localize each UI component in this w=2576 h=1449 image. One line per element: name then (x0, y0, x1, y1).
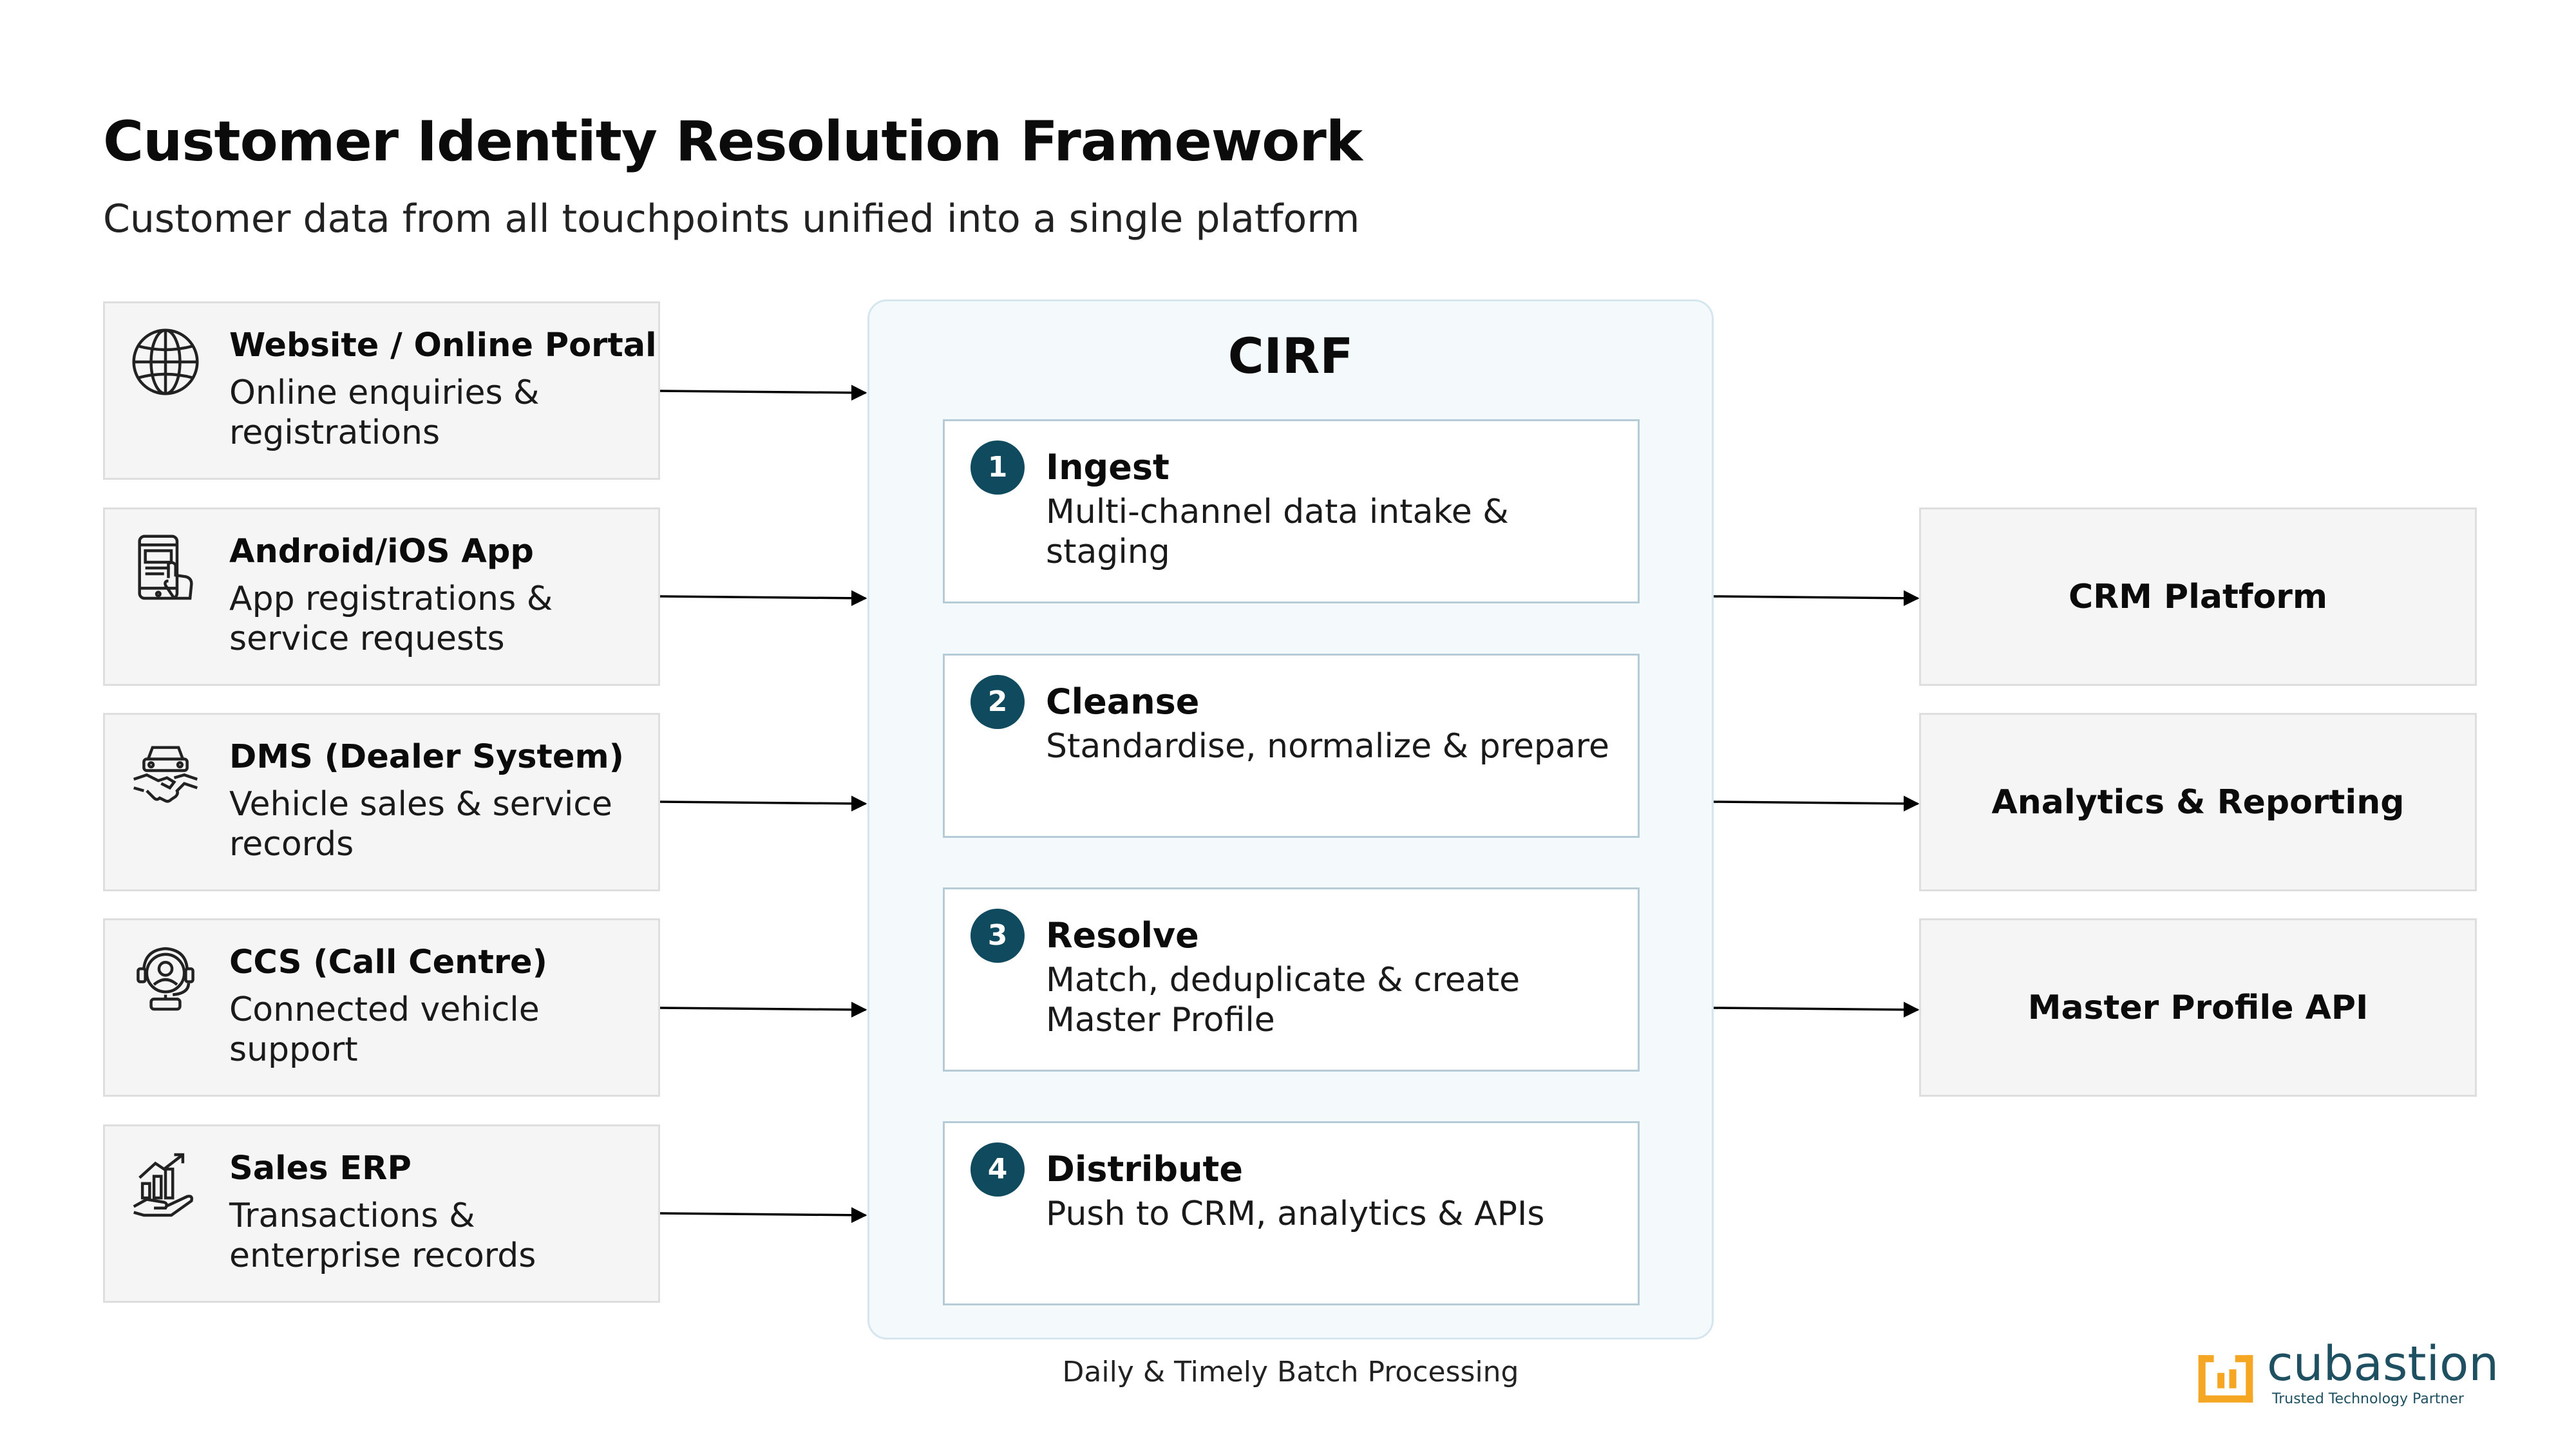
step-number: 2 (971, 675, 1025, 729)
source-title: Android/iOS App (229, 533, 534, 571)
step-distribute: 4 Distribute Push to CRM, analytics & AP… (943, 1121, 1640, 1305)
step-cleanse: 2 Cleanse Standardise, normalize & prepa… (943, 654, 1640, 838)
source-ccs: CCS (Call Centre) Connected vehicle supp… (103, 918, 660, 1097)
globe-icon (132, 328, 199, 395)
step-desc: Multi-channel data intake & staging (1046, 493, 1509, 571)
source-title: Website / Online Portal (229, 327, 657, 365)
step-name: Cleanse (1046, 681, 1200, 722)
source-desc: Online enquiries & registrations (229, 374, 540, 452)
step-name: Distribute (1046, 1149, 1243, 1189)
arrow-cirf-to-crm (1713, 590, 1920, 607)
batch-processing-note: Daily & Timely Batch Processing (1062, 1356, 1519, 1388)
arrow-website-to-cirf (659, 384, 867, 401)
arrow-cirf-to-analytics (1713, 795, 1920, 812)
step-name: Resolve (1046, 915, 1199, 956)
output-analytics-reporting: Analytics & Reporting (1919, 713, 2477, 891)
source-title: CCS (Call Centre) (229, 943, 547, 981)
headset-agent-icon (137, 947, 194, 1011)
source-dms: DMS (Dealer System) Vehicle sales & serv… (103, 713, 660, 891)
source-desc: App registrations & service requests (229, 580, 553, 658)
mobile-app-icon (138, 535, 193, 600)
cirf-title: CIRF (1227, 327, 1354, 384)
cubastion-logo-icon (2198, 1355, 2253, 1403)
car-handshake-icon (133, 746, 198, 803)
arrow-dms-to-cirf (659, 795, 867, 812)
step-ingest: 1 Ingest Multi-channel data intake & sta… (943, 419, 1640, 603)
step-resolve: 3 Resolve Match, deduplicate & create Ma… (943, 887, 1640, 1072)
arrow-cirf-to-api (1713, 1001, 1920, 1018)
source-desc: Connected vehicle support (229, 990, 540, 1069)
source-desc: Vehicle sales & service records (229, 785, 612, 864)
step-desc: Standardise, normalize & prepare (1046, 727, 1610, 766)
step-desc: Match, deduplicate & create Master Profi… (1046, 961, 1520, 1039)
page-subtitle: Customer data from all touchpoints unifi… (103, 196, 1360, 242)
source-sales-erp: Sales ERP Transactions & enterprise reco… (103, 1124, 660, 1303)
output-crm-platform: CRM Platform (1919, 507, 2477, 686)
arrow-erp-to-cirf (659, 1207, 867, 1224)
brand-name: cubastion (2267, 1336, 2499, 1392)
source-title: Sales ERP (229, 1150, 412, 1188)
arrow-app-to-cirf (659, 590, 867, 607)
source-website: Website / Online Portal Online enquiries… (103, 301, 660, 480)
step-number: 3 (971, 909, 1025, 963)
step-number: 1 (971, 440, 1025, 495)
page-title: Customer Identity Resolution Framework (103, 109, 1363, 174)
cirf-panel: CIRF 1 Ingest Multi-channel data intake … (867, 299, 1714, 1340)
output-master-profile-api: Master Profile API (1919, 918, 2477, 1097)
step-number: 4 (971, 1142, 1025, 1197)
step-desc: Push to CRM, analytics & APIs (1046, 1195, 1545, 1233)
arrow-ccs-to-cirf (659, 1001, 867, 1018)
growth-chart-hand-icon (133, 1153, 193, 1217)
brand-tagline: Trusted Technology Partner (2272, 1391, 2464, 1407)
source-desc: Transactions & enterprise records (229, 1197, 536, 1275)
source-mobile-app: Android/iOS App App registrations & serv… (103, 507, 660, 686)
step-name: Ingest (1046, 447, 1170, 488)
source-title: DMS (Dealer System) (229, 738, 624, 776)
